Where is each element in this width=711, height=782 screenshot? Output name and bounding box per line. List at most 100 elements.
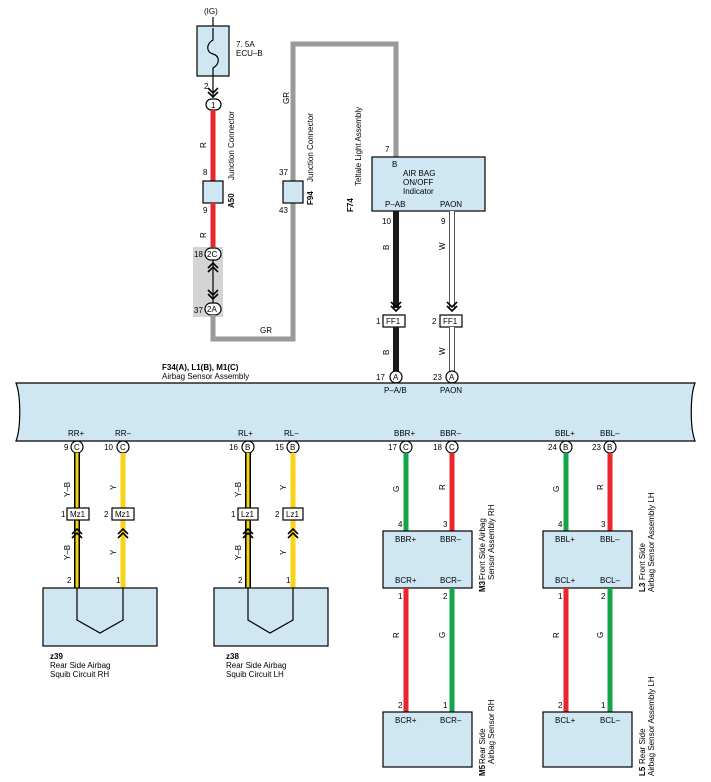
chevron-up-icon [242,527,254,539]
fuse-name: ECU–B [236,49,263,58]
squib-circuit-rh [42,587,158,647]
ecu-title: F34(A), L1(B), M1(C) [162,363,239,372]
svg-text:Y–B: Y–B [234,482,243,497]
svg-text:B: B [563,443,568,452]
svg-text:BBR+: BBR+ [394,429,415,438]
svg-text:W: W [438,347,447,355]
svg-text:24: 24 [548,443,557,452]
chevron-up-icon [207,261,219,273]
svg-text:P–A/B: P–A/B [384,386,407,395]
svg-text:G: G [596,632,605,638]
svg-text:Rear Side Airbag: Rear Side Airbag [226,661,286,670]
fuse-pin-top: 2 [204,82,209,91]
svg-text:3: 3 [601,520,606,529]
ecu-bottom-pins: 9 C 10 C 16 B 15 B 17 C 18 C 24 B 23 B [64,440,617,454]
svg-text:C: C [449,443,455,452]
m5-code: M5 [478,764,487,776]
svg-text:BCL+: BCL+ [555,716,576,725]
svg-text:Airbag Sensor Assembly LH: Airbag Sensor Assembly LH [647,492,656,592]
svg-text:Sensor Assembly RH: Sensor Assembly RH [487,504,496,580]
svg-text:RL–: RL– [284,429,299,438]
svg-text:BCR+: BCR+ [395,576,417,585]
f94-name: Junction Connector [306,113,315,182]
svg-text:R: R [552,632,561,638]
airbag-sensor-assembly [15,382,696,442]
svg-text:PAON: PAON [440,200,462,209]
telltale-light-assembly [371,156,486,212]
svg-text:R: R [392,632,401,638]
svg-text:16: 16 [229,443,238,452]
svg-text:BCR–: BCR– [440,716,462,725]
l5-code: L5 [638,766,647,776]
rear-side-airbag-sensor-rh [382,711,473,768]
svg-text:B: B [290,443,295,452]
svg-text:3: 3 [443,520,448,529]
connector-lz1-a [237,507,259,521]
svg-text:4: 4 [398,520,403,529]
chevron-down-icon [207,289,219,301]
svg-text:BBL–: BBL– [600,535,620,544]
svg-text:1: 1 [211,101,216,110]
svg-text:2: 2 [275,510,280,519]
svg-text:Y: Y [109,484,118,490]
svg-text:Squib Circuit LH: Squib Circuit LH [226,670,284,679]
a50-name: Junction Connector [227,111,236,180]
svg-text:RR–: RR– [115,429,132,438]
svg-text:C: C [403,443,409,452]
svg-text:FF1: FF1 [443,317,458,326]
svg-text:P–AB: P–AB [385,200,405,209]
svg-text:BBR–: BBR– [440,429,461,438]
svg-text:2: 2 [238,576,243,585]
svg-text:Y–B: Y–B [63,482,72,497]
svg-text:Squib Circuit RH: Squib Circuit RH [50,670,109,679]
svg-text:Y–B: Y–B [63,545,72,560]
svg-text:23: 23 [592,443,601,452]
svg-text:23: 23 [433,373,442,382]
svg-text:2: 2 [601,592,606,601]
svg-text:Front Side: Front Side [638,543,647,580]
svg-text:GR: GR [260,326,272,335]
svg-text:R: R [438,484,447,490]
svg-text:BBR+: BBR+ [395,535,416,544]
svg-text:Front Side Airbag: Front Side Airbag [478,518,487,580]
svg-text:B: B [245,443,250,452]
svg-text:Lz1: Lz1 [241,510,254,519]
f74-code: F74 [346,198,355,212]
svg-text:9: 9 [203,206,208,215]
svg-text:2C: 2C [207,250,217,259]
svg-text:18: 18 [194,250,203,259]
svg-text:17: 17 [376,373,385,382]
front-side-airbag-sensor-lh [542,530,633,589]
svg-text:1: 1 [443,701,448,710]
svg-text:Lz1: Lz1 [286,510,299,519]
svg-text:RL+: RL+ [238,429,253,438]
f74-name: Teltale Light Assembly [354,107,363,186]
svg-text:G: G [552,486,561,492]
svg-text:2: 2 [432,317,437,326]
svg-text:Airbag Sensor Assembly LH: Airbag Sensor Assembly LH [647,676,656,776]
svg-text:Mz1: Mz1 [115,510,131,519]
z39-code: z39 [50,652,63,661]
svg-text:A: A [393,373,399,382]
svg-text:BCR+: BCR+ [395,716,417,725]
svg-text:RR+: RR+ [68,429,85,438]
svg-text:17: 17 [388,443,397,452]
svg-text:7: 7 [385,145,390,154]
svg-text:37: 37 [279,168,288,177]
svg-text:Rear Side: Rear Side [478,728,487,764]
svg-text:BCR–: BCR– [440,576,462,585]
svg-text:18: 18 [433,443,442,452]
wire-gray [210,41,399,342]
svg-text:B: B [382,350,391,355]
connector-lz1-b [282,507,304,521]
squib-circuit-lh [213,587,329,647]
svg-text:10: 10 [382,217,391,226]
svg-text:Y: Y [109,549,118,555]
svg-text:BBL–: BBL– [600,429,620,438]
svg-text:2A: 2A [207,305,217,314]
junction-f94 [282,180,304,204]
svg-text:2: 2 [398,701,403,710]
ecu-name: Airbag Sensor Assembly [162,372,249,381]
svg-text:B: B [382,245,391,250]
